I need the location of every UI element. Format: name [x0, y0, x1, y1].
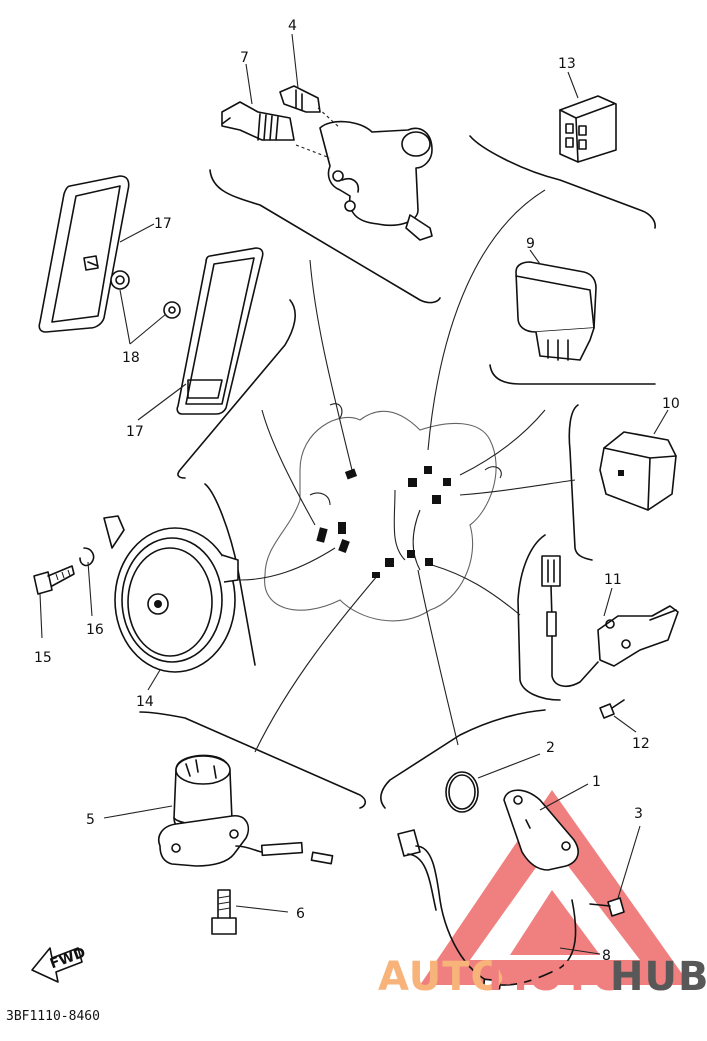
part-17-side-reflector	[176, 247, 264, 415]
part-10-flasher	[599, 431, 677, 511]
watermark-text-auto: AUTO	[378, 954, 506, 1000]
part-4-switch	[279, 85, 321, 113]
callout-3: 3	[634, 806, 643, 822]
part-11-switch	[541, 555, 679, 688]
callout-13: 13	[558, 56, 576, 72]
callout-16: 16	[86, 622, 104, 638]
diagram-part-code: 3BF1110-8460	[6, 1009, 100, 1024]
fwd-arrow: FWD	[31, 945, 88, 983]
part-16-washer	[79, 547, 95, 567]
watermark-text-hub: HUB	[610, 954, 707, 1000]
part-13-connector	[559, 95, 617, 163]
part-14-horn	[103, 515, 239, 673]
callout-9: 9	[526, 236, 535, 252]
callout-14: 14	[136, 694, 154, 710]
callout-2: 2	[546, 740, 555, 756]
callout-leaders	[39, 33, 669, 955]
callout-17-side: 17	[126, 424, 144, 440]
callout-5: 5	[86, 812, 95, 828]
watermark-logo: AUTO MOTO HUB	[378, 954, 707, 1000]
callout-12: 12	[632, 736, 650, 752]
part-6-bolt	[211, 889, 237, 935]
callout-10: 10	[662, 396, 680, 412]
callout-7: 7	[240, 50, 249, 66]
part-7-sensor	[221, 101, 295, 141]
group-brackets	[139, 135, 656, 809]
callout-4: 4	[288, 18, 297, 34]
part-2-o-ring	[445, 771, 479, 813]
harness-connectors	[316, 466, 451, 578]
thermostat-housing	[295, 107, 433, 241]
wiring-harness	[264, 403, 502, 622]
callout-1: 1	[592, 774, 601, 790]
part-12-screw	[599, 699, 625, 719]
part-3-screw	[589, 897, 625, 917]
watermark-text-moto: MOTO	[488, 954, 627, 1000]
part-18-nuts	[87, 261, 181, 319]
callout-6: 6	[296, 906, 305, 922]
callout-18: 18	[122, 350, 140, 366]
part-8-lead-wire	[397, 829, 577, 990]
part-5-unit	[158, 754, 334, 867]
part-1-sensor-plate	[503, 789, 579, 871]
part-17-rear-reflector	[38, 175, 130, 333]
callout-15: 15	[34, 650, 52, 666]
part-9-relay	[515, 261, 597, 361]
callout-17-rear: 17	[154, 216, 172, 232]
harness-leader-lines	[239, 189, 576, 753]
callout-11: 11	[604, 572, 622, 588]
part-number-callouts: 4 7 13 9 10 11 12 17 17 18 15 16 14 5 6 …	[34, 18, 680, 964]
callout-8: 8	[602, 948, 611, 964]
part-15-bolt	[33, 565, 75, 595]
watermark-triangle	[420, 790, 690, 985]
